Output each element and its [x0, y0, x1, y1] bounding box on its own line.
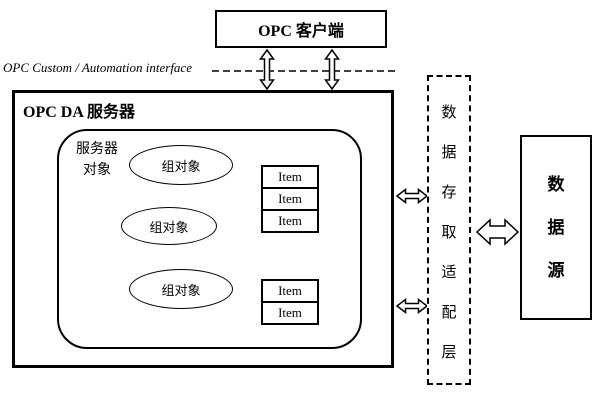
item-box: Item	[261, 209, 319, 233]
group-object-ellipse-1: 组对象	[129, 145, 233, 185]
interface-label: OPC Custom / Automation interface	[3, 60, 196, 76]
group-object-ellipse-2: 组对象	[121, 207, 217, 245]
server-adapter-arrow-bottom	[395, 297, 429, 315]
server-object-container: 服务器 对象 组对象 组对象 组对象 Item Item Item Item I…	[57, 129, 362, 349]
server-adapter-arrow-top	[395, 187, 429, 205]
server-object-label-line1: 服务器	[76, 142, 118, 157]
client-server-arrow-right	[324, 48, 340, 91]
server-title: OPC DA 服务器	[23, 104, 136, 121]
item-box: Item	[261, 165, 319, 189]
server-object-label: 服务器 对象	[65, 139, 129, 181]
item-box: Item	[261, 301, 319, 325]
data-access-adapter-label: 数据存取适配层	[441, 105, 457, 361]
data-source-label: 数据源	[547, 175, 565, 280]
server-object-label-line2: 对象	[83, 163, 111, 178]
opc-da-server-box: OPC DA 服务器 服务器 对象 组对象 组对象 组对象 Item Item …	[12, 90, 394, 368]
data-access-adapter-box: 数据存取适配层	[427, 75, 471, 385]
adapter-source-arrow	[475, 218, 520, 246]
data-source-box: 数据源	[520, 135, 592, 320]
client-server-arrow-left	[259, 48, 275, 91]
group-object-ellipse-3: 组对象	[129, 269, 233, 309]
item-box: Item	[261, 187, 319, 211]
item-box: Item	[261, 279, 319, 303]
opc-client-box: OPC 客户端	[215, 10, 387, 48]
